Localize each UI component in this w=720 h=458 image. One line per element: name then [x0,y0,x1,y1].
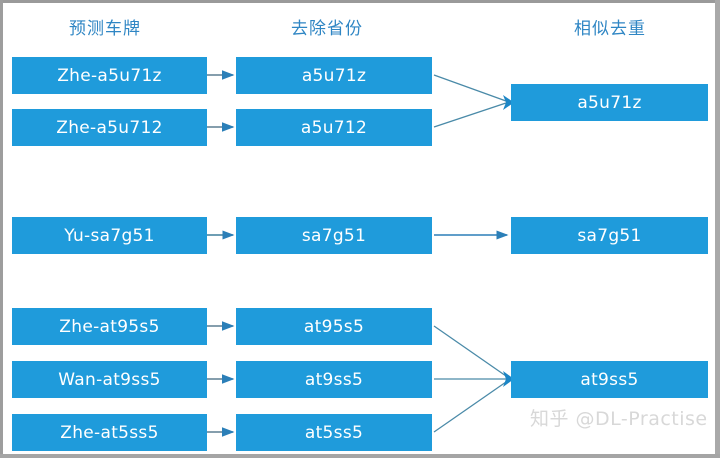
frame-border-top [0,0,720,3]
frame-border-left [0,0,3,458]
node-stripped[interactable]: a5u712 [236,109,432,146]
frame-border-bottom [0,454,720,458]
node-predicted[interactable]: Zhe-a5u71z [12,57,207,94]
merge-arrowhead [503,371,514,387]
node-merged[interactable]: at9ss5 [511,361,708,398]
node-stripped[interactable]: at9ss5 [236,361,432,398]
node-predicted[interactable]: Zhe-at95s5 [12,308,207,345]
node-predicted[interactable]: Yu-sa7g51 [12,217,207,254]
merge-arrowhead [503,95,514,110]
edge-stripped-to-merged [433,102,507,128]
node-predicted[interactable]: Zhe-a5u712 [12,109,207,146]
node-merged[interactable]: sa7g51 [511,217,708,254]
column-header-predicted: 预测车牌 [69,19,141,39]
edge-stripped-to-merged [433,74,507,102]
column-header-similar-dedup: 相似去重 [574,19,646,39]
node-stripped[interactable]: at95s5 [236,308,432,345]
node-stripped[interactable]: sa7g51 [236,217,432,254]
frame-border-right [715,0,720,458]
node-stripped[interactable]: a5u71z [236,57,432,94]
node-stripped[interactable]: at5ss5 [236,414,432,451]
node-predicted[interactable]: Zhe-at5ss5 [12,414,207,451]
edge-stripped-to-merged [433,381,507,433]
node-predicted[interactable]: Wan-at9ss5 [12,361,207,398]
node-merged[interactable]: a5u71z [511,84,708,121]
watermark: 知乎 @DL-Practise [530,408,708,430]
column-header-strip-province: 去除省份 [291,19,363,39]
edge-stripped-to-merged [433,325,507,377]
